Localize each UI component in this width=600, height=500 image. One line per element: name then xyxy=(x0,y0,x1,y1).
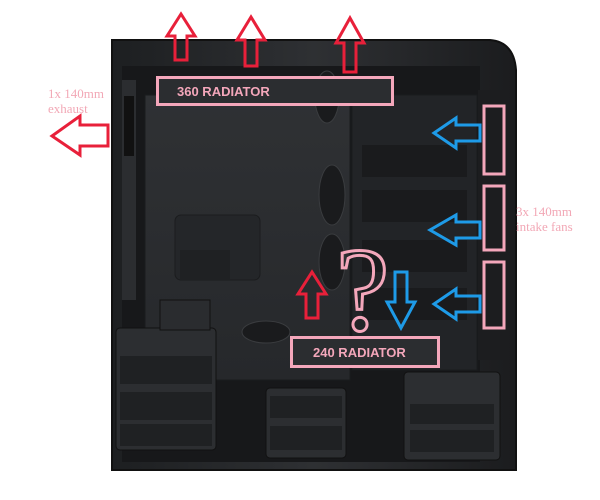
radiator-240-label: 240 RADIATOR xyxy=(290,336,440,368)
intake-arrows xyxy=(384,115,482,332)
arrow-left-icon xyxy=(49,113,110,158)
intake-fan-3 xyxy=(482,260,506,330)
question-mark: ? xyxy=(336,223,389,356)
pc-case xyxy=(111,39,517,471)
exhaust-label-line2: exhaust xyxy=(48,101,88,116)
arrow-up-icon xyxy=(164,11,198,62)
arrow-left-icon xyxy=(431,286,482,322)
intake-fan-markers xyxy=(482,104,506,330)
arrow-left-icon xyxy=(426,212,482,248)
arrow-left-icon xyxy=(431,115,482,151)
arrow-up-icon xyxy=(333,14,367,74)
arrow-up-icon xyxy=(295,269,329,320)
exhaust-label-line1: 1x 140mm xyxy=(48,86,104,101)
top-exhaust-arrows xyxy=(164,11,367,74)
intake-fan-2 xyxy=(482,184,506,252)
intake-label-line1: 3x 140mm xyxy=(516,204,572,219)
arrow-up-icon xyxy=(234,14,268,68)
intake-fan-1 xyxy=(482,104,506,176)
exhaust-label: 1x 140mm exhaust xyxy=(48,86,128,116)
intake-label-line2: intake fans xyxy=(516,219,573,234)
radiator-360-label: 360 RADIATOR xyxy=(156,76,394,106)
arrow-down-icon xyxy=(384,270,418,332)
intake-label: 3x 140mm intake fans xyxy=(516,204,600,234)
